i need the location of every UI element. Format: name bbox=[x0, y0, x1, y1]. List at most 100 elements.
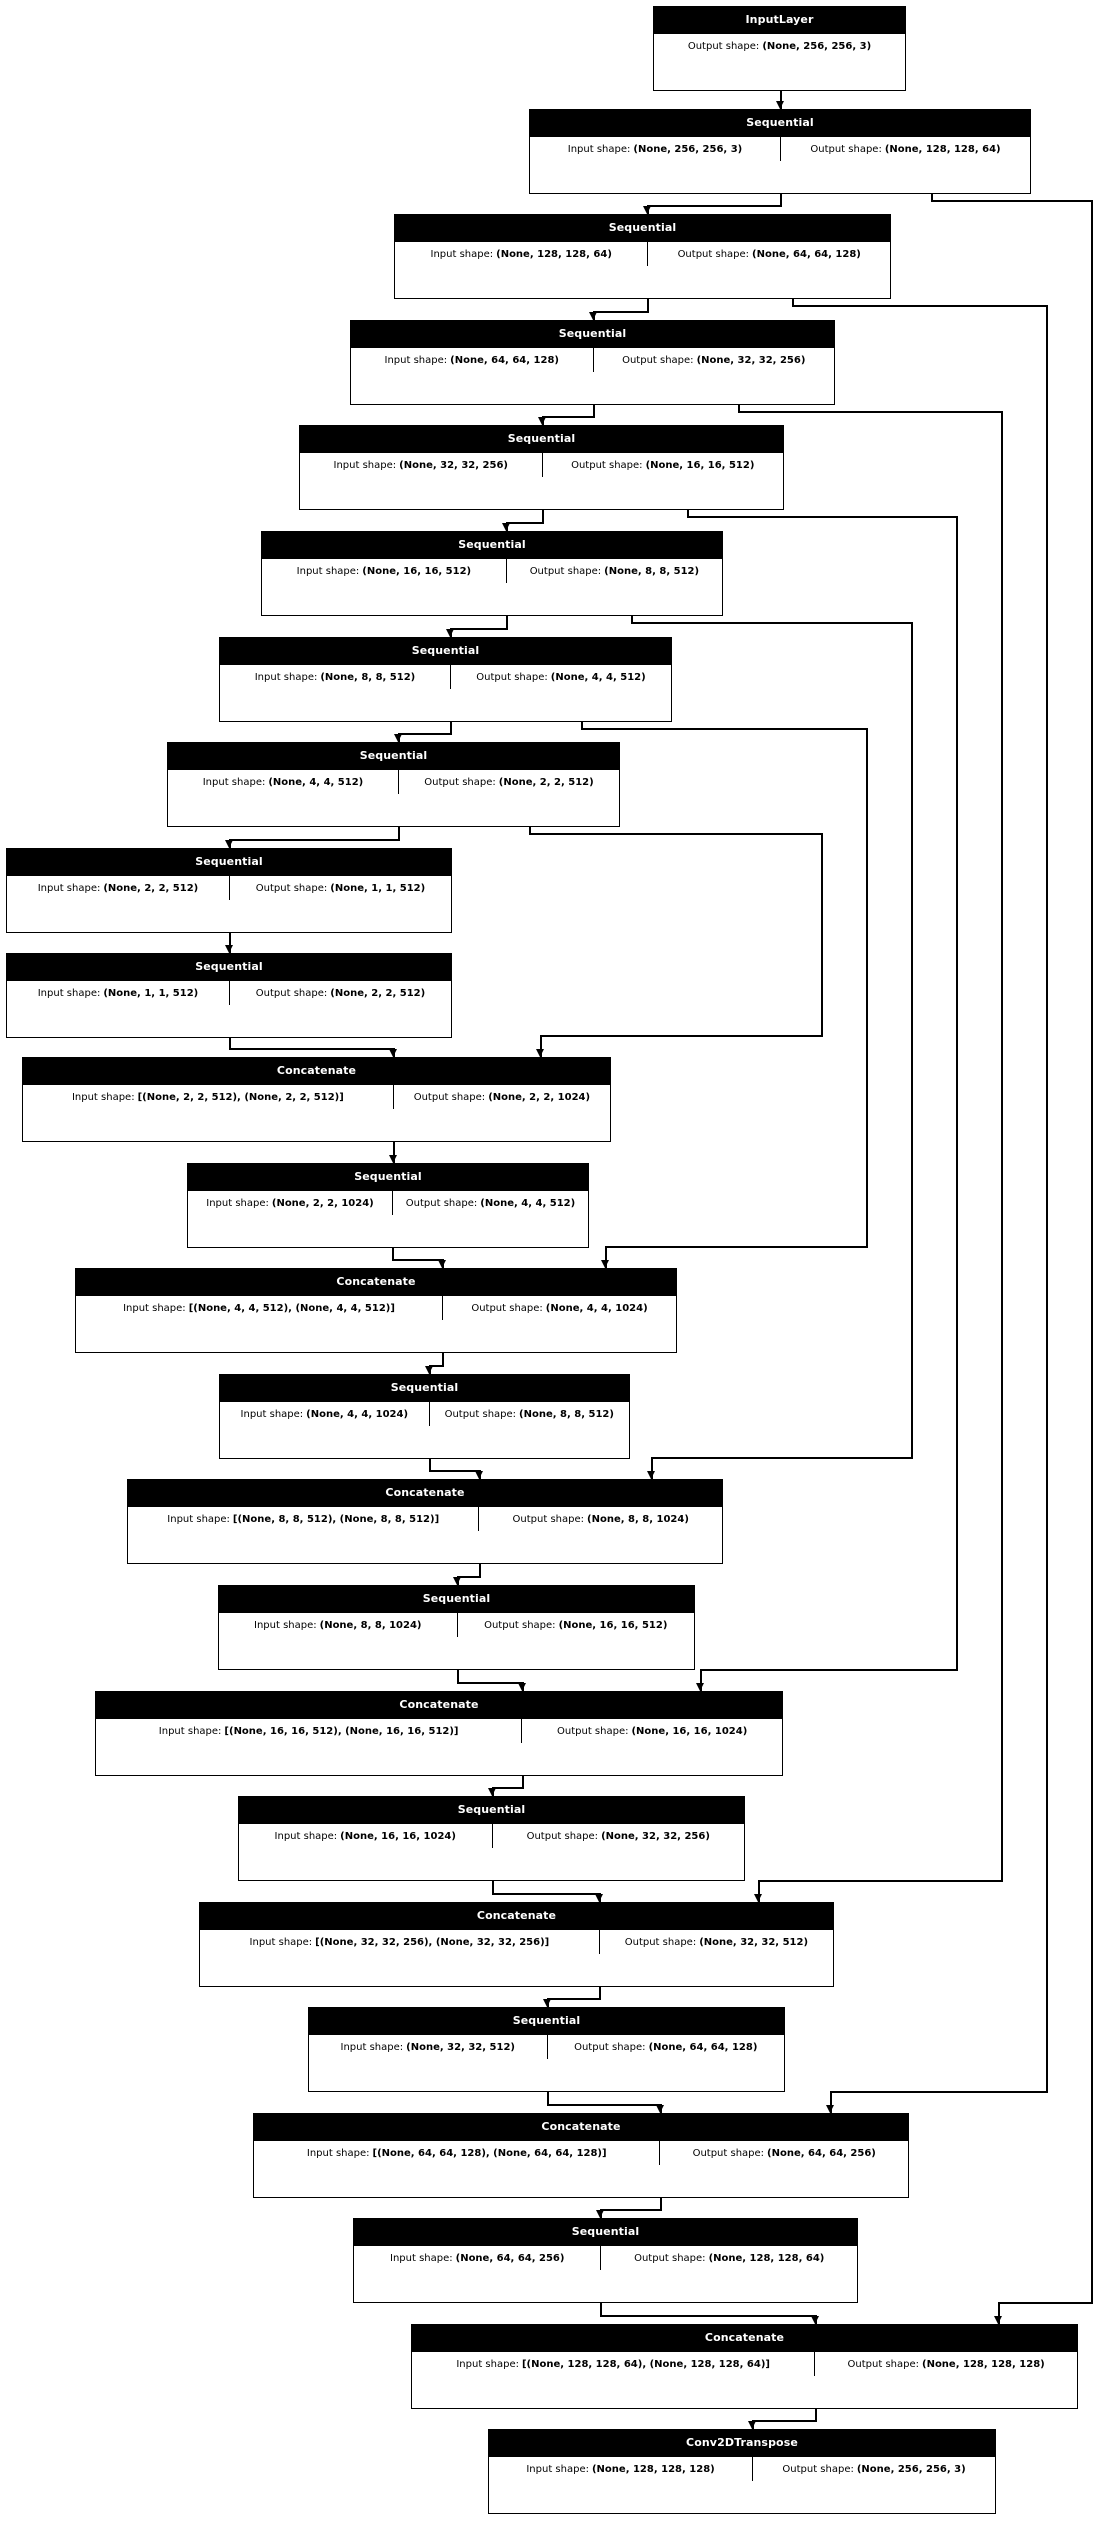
node-input-shape-value: (None, 128, 128, 64) bbox=[496, 248, 612, 260]
edge-n8-n9 bbox=[229, 933, 231, 953]
node-type-label: Sequential bbox=[351, 321, 834, 347]
node-output-shape-value: (None, 32, 32, 256) bbox=[601, 1830, 710, 1842]
node-input-shape: Input shape:[(None, 2, 2, 512), (None, 2… bbox=[23, 1084, 393, 1109]
edge-h-n6-n7 bbox=[398, 733, 452, 735]
node-input-shape-label: Input shape: bbox=[206, 1197, 269, 1209]
node-input-shape-label: Input shape: bbox=[340, 2041, 404, 2053]
node-input-shape-label: Input shape: bbox=[167, 1513, 230, 1525]
skip-h1-n4 bbox=[687, 516, 958, 518]
edge-h-n7-n8 bbox=[229, 839, 400, 841]
node-input-shape-value: (None, 256, 256, 3) bbox=[633, 143, 743, 155]
node-input-shape-label: Input shape: bbox=[274, 1830, 338, 1842]
node-output-shape-value: (None, 128, 128, 64) bbox=[884, 143, 1001, 155]
skip-drop-n2 bbox=[830, 2091, 832, 2113]
node-output-shape-label: Output shape: bbox=[471, 1302, 543, 1314]
skip-lane-n2 bbox=[1046, 305, 1048, 2091]
node-input-shape-value: [(None, 64, 64, 128), (None, 64, 64, 128… bbox=[372, 2147, 607, 2159]
node-input-shape-label: Input shape: bbox=[158, 1725, 222, 1737]
node-input-shape: Input shape:[(None, 16, 16, 512), (None,… bbox=[96, 1718, 522, 1743]
edge-n9-n10 bbox=[229, 1038, 231, 1048]
edge-h-n2-n3 bbox=[593, 311, 649, 313]
node-input-shape-value: [(None, 32, 32, 256), (None, 32, 32, 256… bbox=[315, 1936, 550, 1948]
node-output-shape-label: Output shape: bbox=[255, 987, 328, 999]
node-shape-row: Input shape:(None, 4, 4, 512)Output shap… bbox=[168, 769, 619, 794]
node-output-shape: Output shape:(None, 256, 256, 3) bbox=[654, 33, 905, 58]
edge-h-n16-n17 bbox=[492, 1787, 524, 1789]
node-input-shape: Input shape:[(None, 128, 128, 64), (None… bbox=[412, 2351, 815, 2376]
node-output-shape-label: Output shape: bbox=[782, 2463, 854, 2475]
node-input-shape-value: (None, 64, 64, 256) bbox=[455, 2252, 565, 2264]
node-shape-row: Input shape:(None, 4, 4, 1024)Output sha… bbox=[220, 1401, 629, 1426]
node-input-shape: Input shape:[(None, 32, 32, 256), (None,… bbox=[200, 1929, 599, 1954]
skip-drop-n3 bbox=[758, 1880, 760, 1902]
skip-h2-n6 bbox=[605, 1246, 868, 1248]
edge-h-n9-n10 bbox=[229, 1048, 395, 1050]
edge-h-n4-n5 bbox=[506, 522, 544, 524]
node-output-shape-value: (None, 4, 4, 512) bbox=[480, 1197, 576, 1209]
node-output-shape: Output shape:(None, 16, 16, 512) bbox=[456, 1612, 694, 1637]
node-output-shape: Output shape:(None, 32, 32, 256) bbox=[592, 347, 834, 372]
node-output-shape-value: (None, 16, 16, 1024) bbox=[631, 1725, 748, 1737]
node-output-shape-label: Output shape: bbox=[634, 2252, 706, 2264]
edge-n10-n11 bbox=[393, 1142, 395, 1163]
arrowhead-n6-n7 bbox=[394, 734, 403, 742]
node-output-shape: Output shape:(None, 2, 2, 512) bbox=[398, 769, 619, 794]
edge-n15-n16 bbox=[457, 1670, 459, 1682]
node-input-shape: Input shape:(None, 4, 4, 512) bbox=[168, 769, 398, 794]
node-shape-row: Input shape:(None, 8, 8, 1024)Output sha… bbox=[219, 1612, 694, 1637]
edge-n20-n21 bbox=[660, 2198, 662, 2209]
node-input-shape-label: Input shape: bbox=[567, 143, 631, 155]
node-shape-row: Input shape:[(None, 64, 64, 128), (None,… bbox=[254, 2140, 908, 2165]
node-input-shape: Input shape:(None, 2, 2, 512) bbox=[7, 875, 229, 900]
edge-n11-n12 bbox=[392, 1248, 394, 1259]
node-input-shape-label: Input shape: bbox=[254, 1619, 317, 1631]
skip-h2-n3 bbox=[758, 1880, 1003, 1882]
node-shape-row: Output shape:(None, 256, 256, 3) bbox=[654, 33, 905, 58]
skip-h1-n6 bbox=[581, 728, 868, 730]
edge-n22-n23 bbox=[815, 2409, 817, 2420]
node-type-label: Concatenate bbox=[76, 1269, 676, 1295]
skip-h1-n5 bbox=[631, 622, 913, 624]
edge-n1-n2 bbox=[780, 194, 782, 205]
node-output-shape: Output shape:(None, 64, 64, 128) bbox=[647, 241, 890, 266]
skip-lane-n5 bbox=[911, 622, 913, 1457]
skip-h2-n4 bbox=[700, 1669, 958, 1671]
node-type-label: Sequential bbox=[220, 1375, 629, 1401]
node-input-shape-label: Input shape: bbox=[202, 776, 266, 788]
skip-drop-n6 bbox=[605, 1246, 607, 1268]
node-input-shape-label: Input shape: bbox=[240, 1408, 304, 1420]
node-type-label: InputLayer bbox=[654, 7, 905, 33]
arrowhead-n22-n23 bbox=[748, 2421, 757, 2429]
arrowhead-skip-n3-n18 bbox=[754, 1894, 763, 1902]
skip-lane-n3 bbox=[1001, 411, 1003, 1880]
node-output-shape-label: Output shape: bbox=[574, 2041, 646, 2053]
edge-h-n13-n14 bbox=[429, 1470, 481, 1472]
node-output-shape-value: (None, 4, 4, 1024) bbox=[545, 1302, 648, 1314]
node-shape-row: Input shape:[(None, 8, 8, 512), (None, 8… bbox=[128, 1506, 722, 1531]
node-output-shape: Output shape:(None, 32, 32, 256) bbox=[491, 1823, 744, 1848]
